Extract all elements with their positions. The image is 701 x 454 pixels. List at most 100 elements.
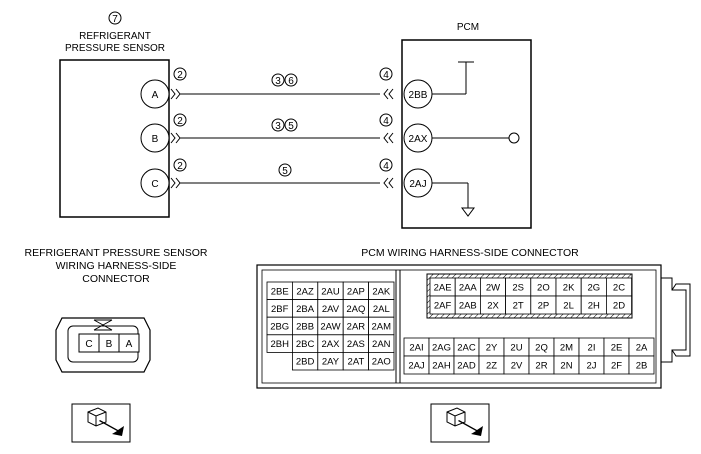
- wire-c-note-left: 2: [177, 161, 183, 172]
- pcm-pin-cell-2s: 2S: [505, 277, 532, 297]
- pcm-pin-cell-2at: 2AT: [342, 351, 370, 371]
- pcm-pin-label: 2AO: [372, 357, 391, 368]
- sensor-connector-title-line3: CONNECTOR: [82, 273, 150, 285]
- pcm-pin-cell-2ad: 2AD: [453, 355, 480, 375]
- sensor-pin-c: C: [151, 179, 158, 190]
- pcm-pin-label: 2AN: [372, 339, 391, 350]
- pcm-pin-cell-2o: 2O: [530, 277, 557, 297]
- pcm-pin-cell-2aw: 2AW: [317, 316, 344, 336]
- pcm-pin-cell-2ak: 2AK: [368, 281, 395, 301]
- wire-c: C 2 5 4 2AJ: [140, 158, 475, 217]
- pcm-pin-cell-2av: 2AV: [317, 299, 344, 318]
- pcm-pin-cell-2ai: 2AI: [403, 337, 430, 357]
- pcm-pin-cell-2bd: 2BD: [291, 351, 319, 371]
- pcm-pin-cell-2as: 2AS: [342, 334, 370, 353]
- pcm-pin-cell-2ao: 2AO: [368, 351, 395, 371]
- pcm-pin-label: 2AM: [372, 322, 392, 333]
- pcm-pin-label: 2X: [487, 301, 499, 312]
- pcm-pin-cell-2i: 2I: [578, 337, 605, 357]
- pcm-pin-label: 2I: [588, 343, 596, 354]
- pcm-pin-label: 2AD: [457, 361, 476, 372]
- wire-c-note-mid: 5: [282, 166, 288, 177]
- pcm-pin-cell-2bh: 2BH: [266, 334, 293, 353]
- pcm-pin-cell-2c: 2C: [606, 277, 633, 297]
- pcm-pin-label: 2N: [560, 361, 572, 372]
- pcm-pin-label: 2AT: [348, 357, 365, 368]
- pcm-pin-cell-2bg: 2BG: [266, 316, 293, 336]
- pcm-pin-label: 2P: [538, 301, 550, 312]
- pcm-pin-label: 2BD: [296, 357, 315, 368]
- pcm-pin-label: 2AY: [322, 357, 340, 368]
- wire-a-note-left: 2: [177, 70, 183, 81]
- pcm-pin-cell-2az: 2AZ: [291, 281, 319, 301]
- pcm-pin-label: 2BE: [271, 286, 289, 297]
- wire-b-note-mid1: 3: [275, 121, 281, 132]
- pcm-pin-cell-2aq: 2AQ: [342, 299, 370, 318]
- sensor-name-line1: REFRIGERANT: [79, 31, 151, 42]
- pcm-pin-cell-2be: 2BE: [266, 281, 293, 301]
- pcm-pin-label: 2G: [587, 283, 600, 294]
- pcm-pin-label: 2Q: [535, 343, 548, 354]
- pcm-pin-cell-2f: 2F: [603, 355, 630, 375]
- pcm-pin-label: 2E: [611, 343, 623, 354]
- pcm-pin-label: 2AI: [409, 343, 423, 354]
- wire-b-note-mid2: 5: [288, 121, 294, 132]
- ground-icon: [461, 207, 475, 217]
- latch-icon: [93, 319, 113, 331]
- sensor-number: 7: [112, 14, 118, 25]
- wire-a-note-mid1: 3: [275, 76, 281, 87]
- pcm-pin-cell-2bc: 2BC: [291, 334, 319, 353]
- pcm-pin-cell-2aj: 2AJ: [403, 355, 430, 375]
- pcm-pin-label: 2AG: [432, 343, 451, 354]
- pcm-pin-cell-2k: 2K: [555, 277, 582, 297]
- pcm-pin-cell-2ag: 2AG: [428, 337, 455, 357]
- sensor-number-callout: 7: [108, 11, 122, 25]
- pcm-pin-cell-2am: 2AM: [368, 316, 395, 336]
- pcm-pin-label: 2AB: [459, 301, 477, 312]
- pcm-pin-cell-2p: 2P: [530, 295, 557, 315]
- pcm-pin-label: 2BG: [270, 322, 289, 333]
- pcm-pin-cell-2v: 2V: [503, 355, 530, 375]
- pcm-pin-label: 2J: [586, 361, 596, 372]
- pcm-pin-label: 2T: [513, 301, 524, 312]
- pcm-pin-cell-2w: 2W: [479, 277, 506, 297]
- wire-b-note-right: 4: [383, 116, 389, 127]
- pcm-pin-cell-2ay: 2AY: [317, 351, 344, 371]
- pcm-pin-label: 2L: [563, 301, 574, 312]
- pcm-pin-cell-2q: 2Q: [528, 337, 555, 357]
- pcm-pin-label: 2AR: [347, 322, 366, 333]
- pcm-pin-label: 2U: [510, 343, 522, 354]
- pcm-pin-cell-2d: 2D: [606, 295, 633, 315]
- pcm-pin-cell-2b: 2B: [628, 355, 655, 375]
- pcm-pin-cell-2an: 2AN: [368, 334, 395, 353]
- pcm-pin-label: 2AX: [322, 339, 341, 350]
- pcm-pin-label: 2AW: [320, 322, 340, 333]
- wire-b: B 2 3 5 4 2AX: [140, 113, 520, 153]
- pcm-pin-cell-2a: 2A: [628, 337, 655, 357]
- pcm-pin-cell-2bb: 2BB: [291, 316, 319, 336]
- pcm-pin-cell-2x: 2X: [479, 295, 506, 315]
- pcm-pin-label: 2Y: [486, 343, 498, 354]
- wires: A 2 3 6 4 2BB B 2: [140, 61, 520, 217]
- pcm-pin-cell-2m: 2M: [553, 337, 580, 357]
- sensor-pin-b: B: [152, 134, 159, 145]
- pcm-pin-label: 2AA: [459, 283, 478, 294]
- pcm-pin-label: 2AQ: [346, 304, 365, 315]
- pcm-pin-label: 2H: [588, 301, 600, 312]
- pcm-title: PCM: [457, 22, 479, 33]
- pcm-pin-label: 2AF: [434, 301, 452, 312]
- pcm-connector-title: PCM WIRING HARNESS-SIDE CONNECTOR: [361, 247, 579, 259]
- wire-a-note-mid2: 6: [288, 76, 294, 87]
- pcm-pin-cell-2h: 2H: [580, 295, 607, 315]
- pcm-pin-label: 2A: [636, 343, 648, 354]
- pcm-pin-cell-2r: 2R: [528, 355, 555, 375]
- pcm-pin-label: 2AH: [432, 361, 451, 372]
- pcm-pin-label: 2F: [611, 361, 622, 372]
- pcm-pin-label: 2R: [535, 361, 547, 372]
- pcm-pin-cell-2ba: 2BA: [291, 299, 319, 318]
- pcm-pin-label: 2BH: [270, 339, 289, 350]
- sensor-connector-pin-b: B: [106, 339, 113, 350]
- wire-a-note-right: 4: [383, 70, 389, 81]
